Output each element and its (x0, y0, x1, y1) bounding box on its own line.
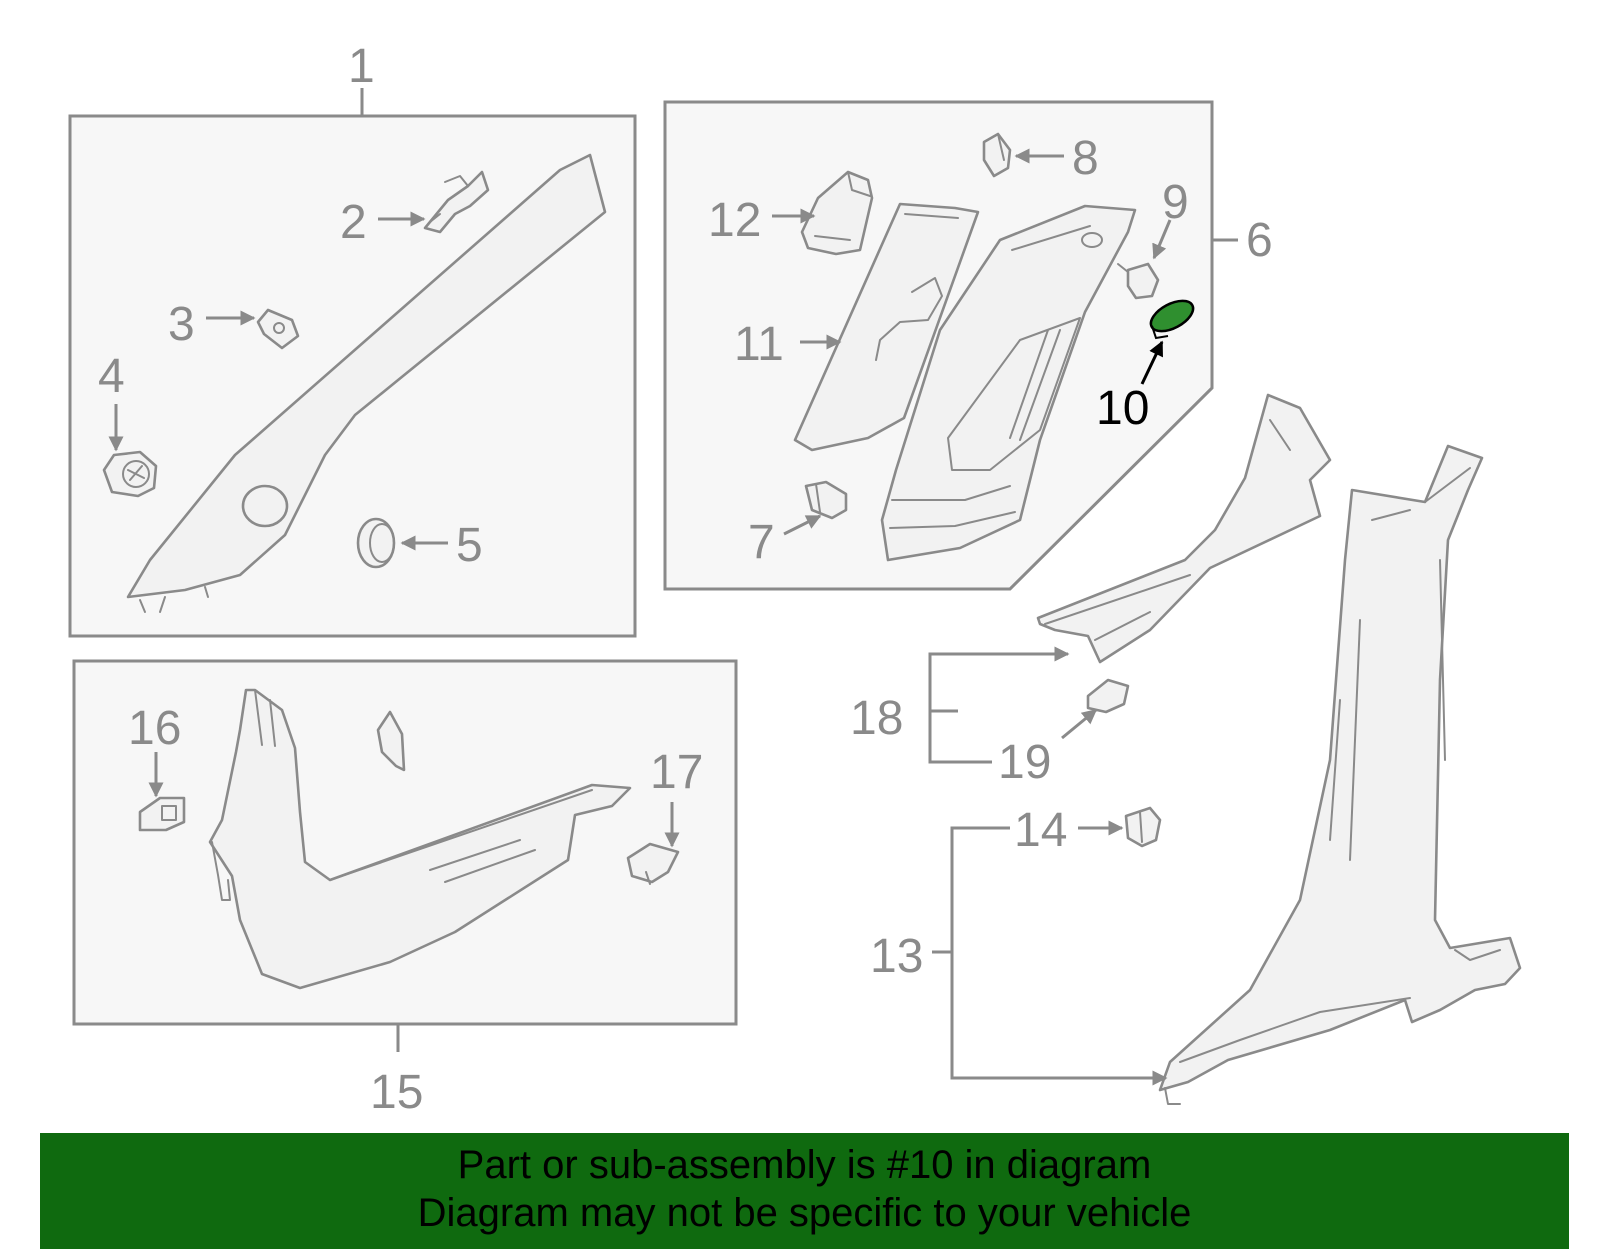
callout-15[interactable]: 15 (370, 1066, 423, 1119)
part-9-screw[interactable] (1117, 262, 1160, 300)
part-18-garnish[interactable] (1036, 393, 1332, 664)
callout-12[interactable]: 12 (708, 194, 761, 247)
callout-1[interactable]: 1 (348, 40, 375, 93)
part-15-tab[interactable] (376, 710, 406, 772)
part-8-clip[interactable] (982, 132, 1012, 178)
part-10-cap-highlighted[interactable] (1146, 295, 1198, 340)
callout-18[interactable]: 18 (850, 692, 903, 745)
part-7-push-pin[interactable] (804, 480, 848, 520)
part-19-clip[interactable] (1086, 678, 1130, 714)
group-box-15: 15 16 17 (72, 659, 738, 1119)
part-16-clip[interactable] (138, 796, 186, 832)
part-11-b-pillar-upper[interactable] (793, 202, 980, 452)
callout-19[interactable]: 19 (998, 736, 1051, 789)
banner-line-1: Part or sub-assembly is #10 in diagram (457, 1143, 1152, 1187)
callout-5[interactable]: 5 (456, 519, 483, 572)
info-banner: Part or sub-assembly is #10 in diagram D… (40, 1133, 1569, 1249)
banner-line-2: Diagram may not be specific to your vehi… (417, 1191, 1192, 1235)
part-14-clip[interactable] (1124, 806, 1162, 848)
part-12-trim[interactable] (800, 170, 874, 256)
part-3-clip[interactable] (256, 308, 300, 350)
callout-13[interactable]: 13 (870, 930, 923, 983)
callout-7[interactable]: 7 (748, 516, 775, 569)
group-box-1: 1 2 3 4 (68, 40, 637, 638)
callout-14[interactable]: 14 (1014, 804, 1067, 857)
callout-11[interactable]: 11 (734, 318, 784, 371)
callout-4[interactable]: 4 (98, 350, 125, 403)
callout-6[interactable]: 6 (1246, 214, 1273, 267)
part-5-cap[interactable] (356, 517, 396, 569)
part-17-clip[interactable] (626, 842, 680, 885)
callout-8[interactable]: 8 (1072, 132, 1099, 185)
part-2-clip[interactable] (423, 170, 490, 234)
part-4-grommet[interactable] (102, 450, 158, 498)
callout-9[interactable]: 9 (1162, 176, 1189, 229)
group-box-6: 6 12 11 8 (663, 100, 1273, 591)
part-13-c-pillar-trim[interactable] (1158, 444, 1522, 1105)
a-pillar-trim[interactable] (126, 153, 607, 613)
part-15-sill-trim[interactable] (208, 688, 632, 990)
callout-17[interactable]: 17 (650, 746, 703, 799)
callout-16[interactable]: 16 (128, 702, 181, 755)
callout-3[interactable]: 3 (168, 298, 195, 351)
callout-10[interactable]: 10 (1096, 382, 1149, 435)
callout-2[interactable]: 2 (340, 196, 367, 249)
part-6-b-pillar-lower[interactable] (880, 204, 1137, 562)
